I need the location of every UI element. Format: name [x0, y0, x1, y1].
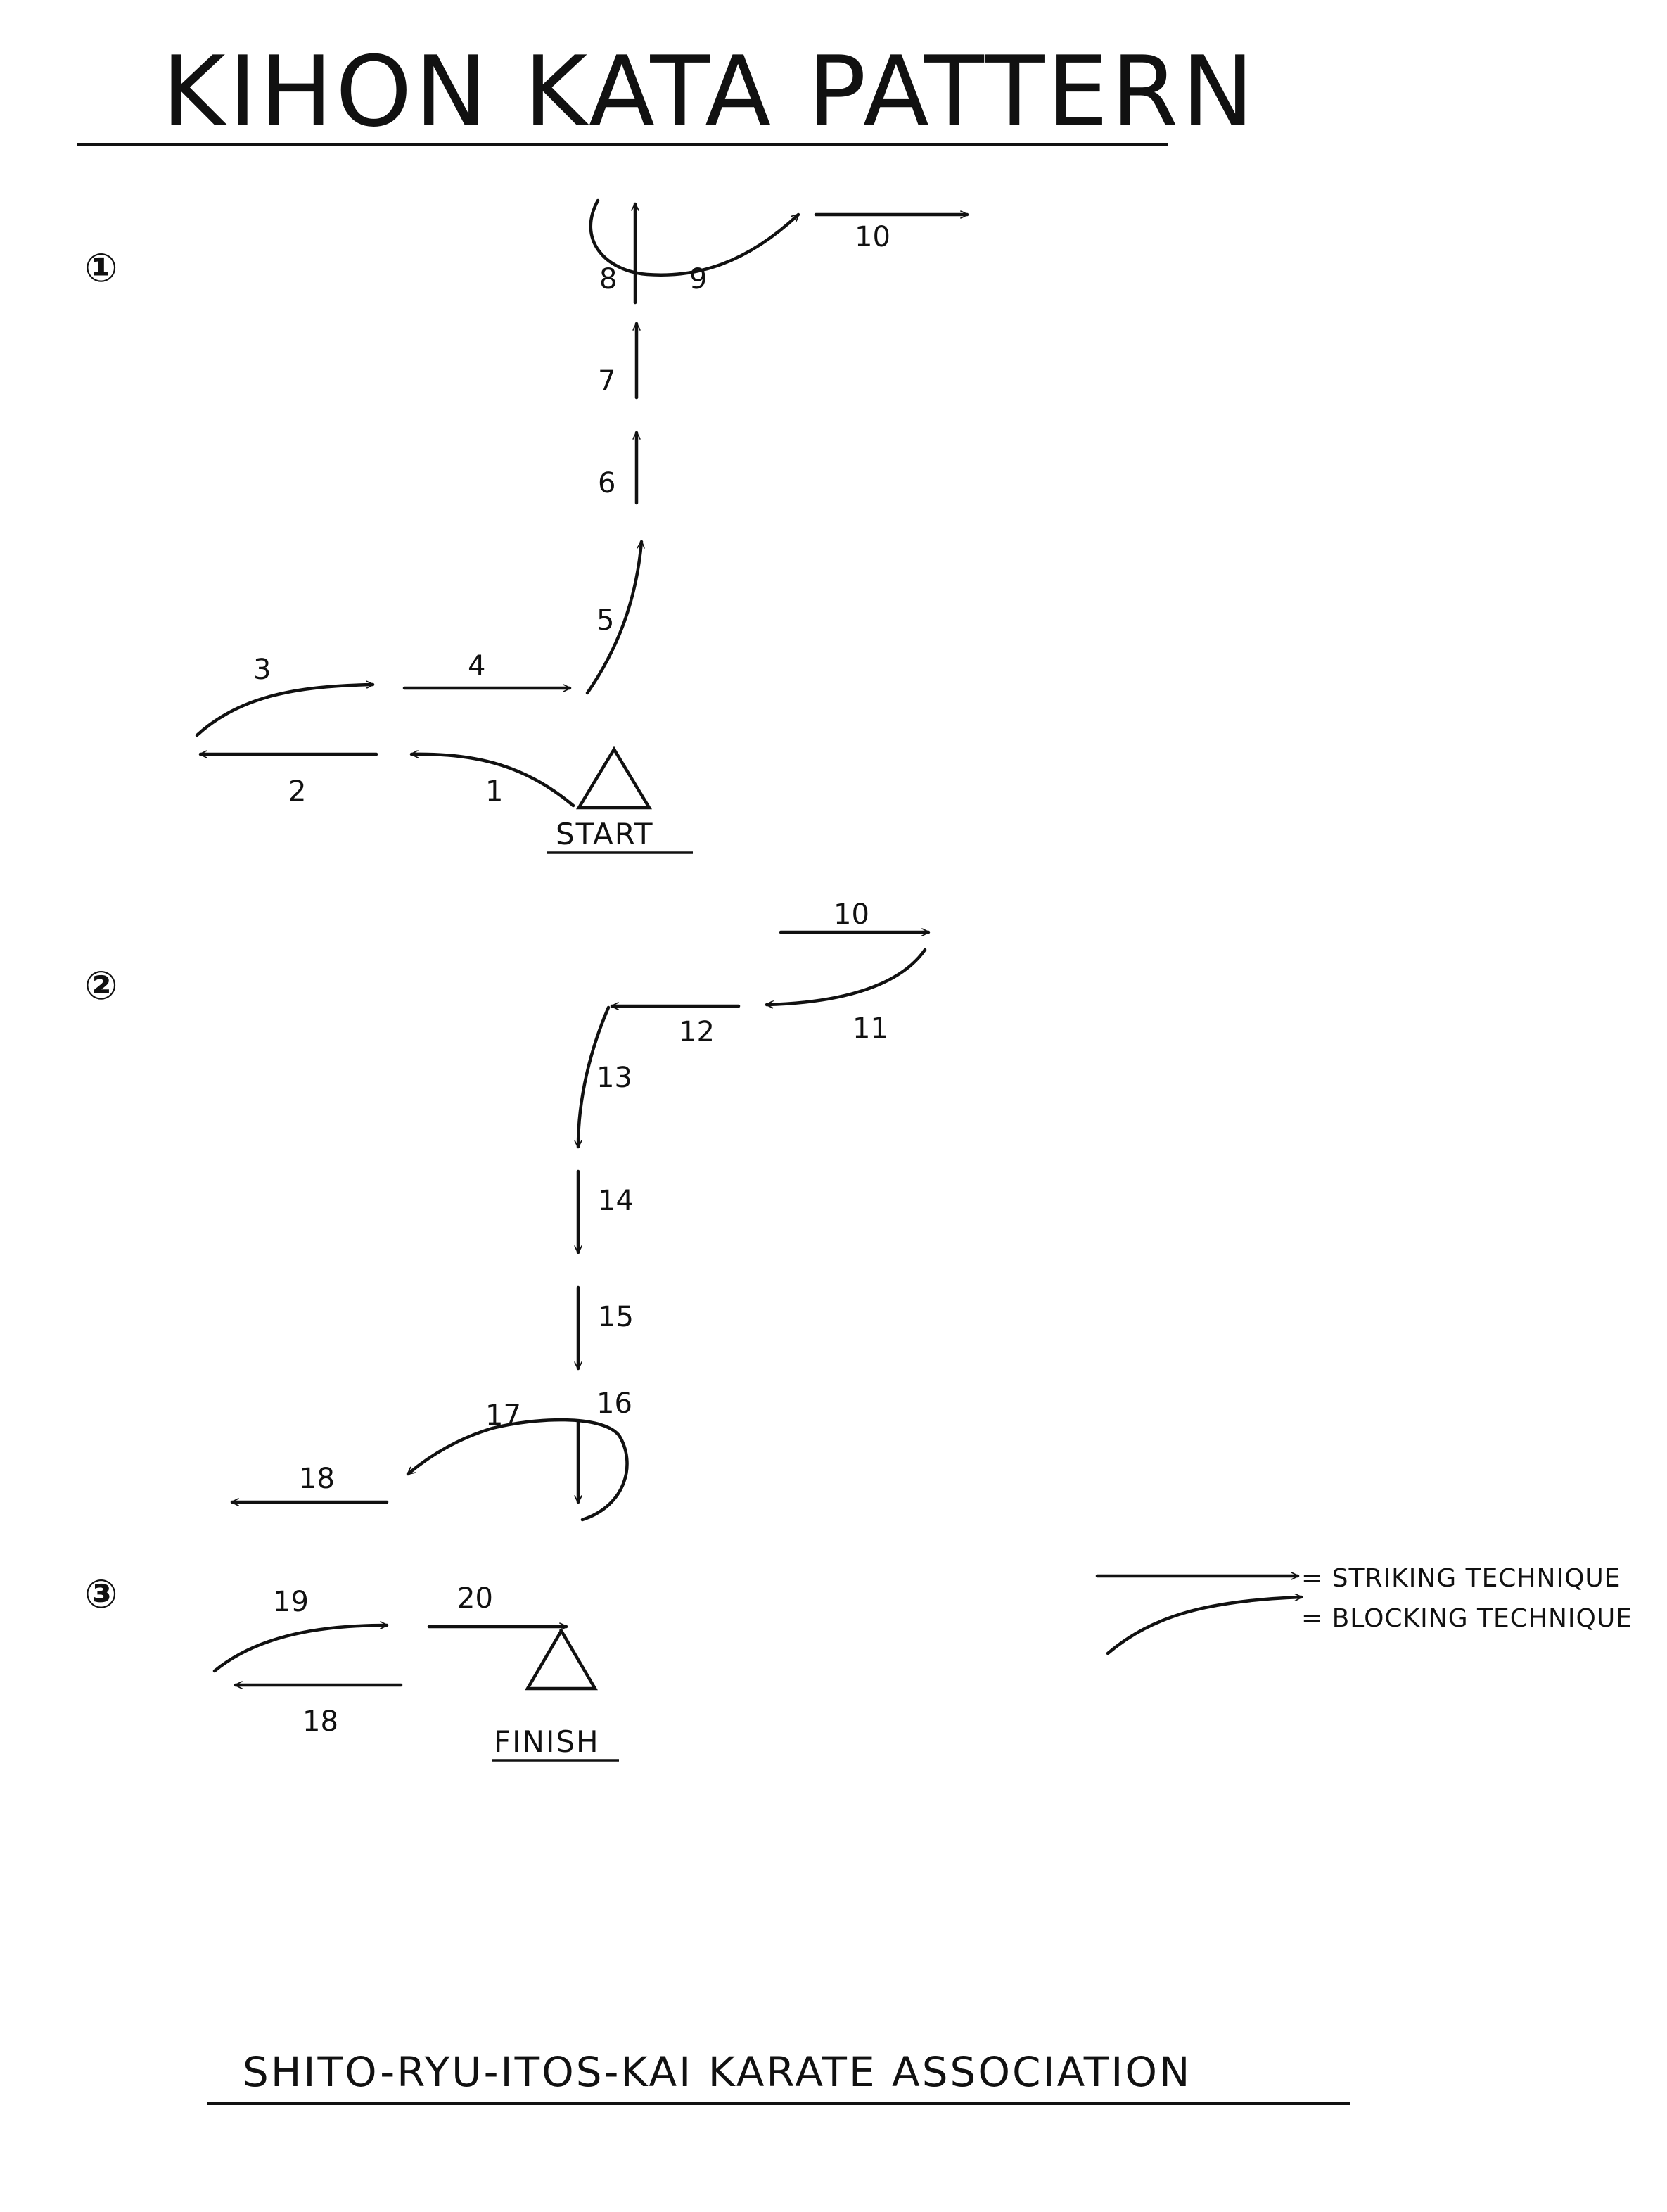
move-label-7: 7 [598, 365, 615, 398]
move-9-arrow [589, 198, 800, 276]
section-marker-3: ③ [84, 1572, 117, 1617]
move-label-5: 5 [596, 604, 614, 637]
move-label-10: 10 [855, 221, 890, 253]
section-2-paths [230, 932, 931, 1522]
move-label-4: 4 [468, 650, 485, 682]
move-19-arrow [212, 1625, 389, 1673]
section-3-paths [212, 1625, 568, 1685]
start-label: START [556, 817, 654, 851]
move-label-6: 6 [598, 467, 615, 500]
move-label-3: 3 [253, 654, 271, 686]
move-3-arrow [195, 685, 375, 737]
section-1-paths [195, 198, 969, 808]
legend-blocking-arrow [1106, 1597, 1303, 1655]
move-label-10b: 10 [834, 898, 869, 931]
legend-striking-label: = STRIKING TECHNIQUE [1301, 1564, 1621, 1593]
move-label-18: 18 [299, 1463, 335, 1495]
move-label-9: 9 [689, 263, 707, 295]
move-label-18b: 18 [302, 1705, 338, 1738]
finish-triangle-icon [525, 1627, 598, 1691]
move-label-12: 12 [679, 1016, 715, 1048]
section-marker-1: ① [84, 246, 117, 291]
legend: = BLOCKING TECHNIQUE = STRIKING TECHNIQU… [1095, 1564, 1633, 1655]
move-17-arrow [408, 1418, 629, 1522]
section-marker-2: ② [84, 963, 117, 1009]
move-1-arrow [409, 754, 575, 808]
move-label-13: 13 [596, 1062, 632, 1094]
move-label-14: 14 [598, 1185, 634, 1217]
finish-label: FINISH [494, 1724, 600, 1759]
move-label-20: 20 [457, 1582, 493, 1615]
legend-blocking-label: = BLOCKING TECHNIQUE [1301, 1604, 1633, 1633]
move-label-1: 1 [485, 775, 503, 808]
start-triangle-icon [576, 746, 652, 810]
page-title: KIHON KATA PATTERN [162, 35, 1257, 148]
move-11-arrow [765, 948, 927, 1005]
move-label-11: 11 [852, 1012, 888, 1045]
footer-association: SHITO-RYU-ITOS-KAI KARATE ASSOCIATION [243, 2048, 1192, 2096]
move-label-16: 16 [596, 1387, 632, 1420]
move-label-2: 2 [288, 775, 306, 808]
move-label-17: 17 [485, 1399, 521, 1432]
move-label-15: 15 [598, 1301, 634, 1333]
move-label-8: 8 [599, 263, 617, 295]
move-label-19: 19 [273, 1586, 309, 1618]
move-13-arrow [578, 1005, 611, 1149]
move-5-arrow [585, 540, 641, 695]
